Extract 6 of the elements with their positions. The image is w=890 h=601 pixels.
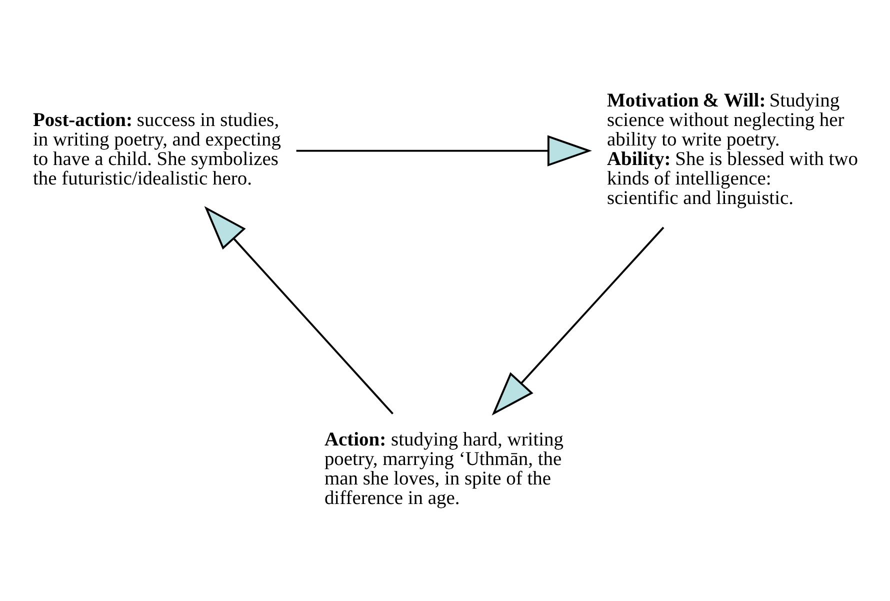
arrow [204, 206, 394, 414]
node-text: Motivation & Will: Studying science without neglecting her ability to write poetry. Ability: She is blessed with two kinds of intelligence: scientific and linguistic. [606, 90, 858, 208]
arrow [492, 226, 664, 416]
node-text: Post-action: success in studies, in writing poetry, and expecting to have a child. She symbolizes the futuristic/idealistic hero. [32, 109, 281, 189]
arrow [296, 134, 592, 166]
node-text: Action: studying hard, writing poetry, marrying ‘Uthmān, the man she loves, in spite of the difference in age. [324, 429, 564, 509]
